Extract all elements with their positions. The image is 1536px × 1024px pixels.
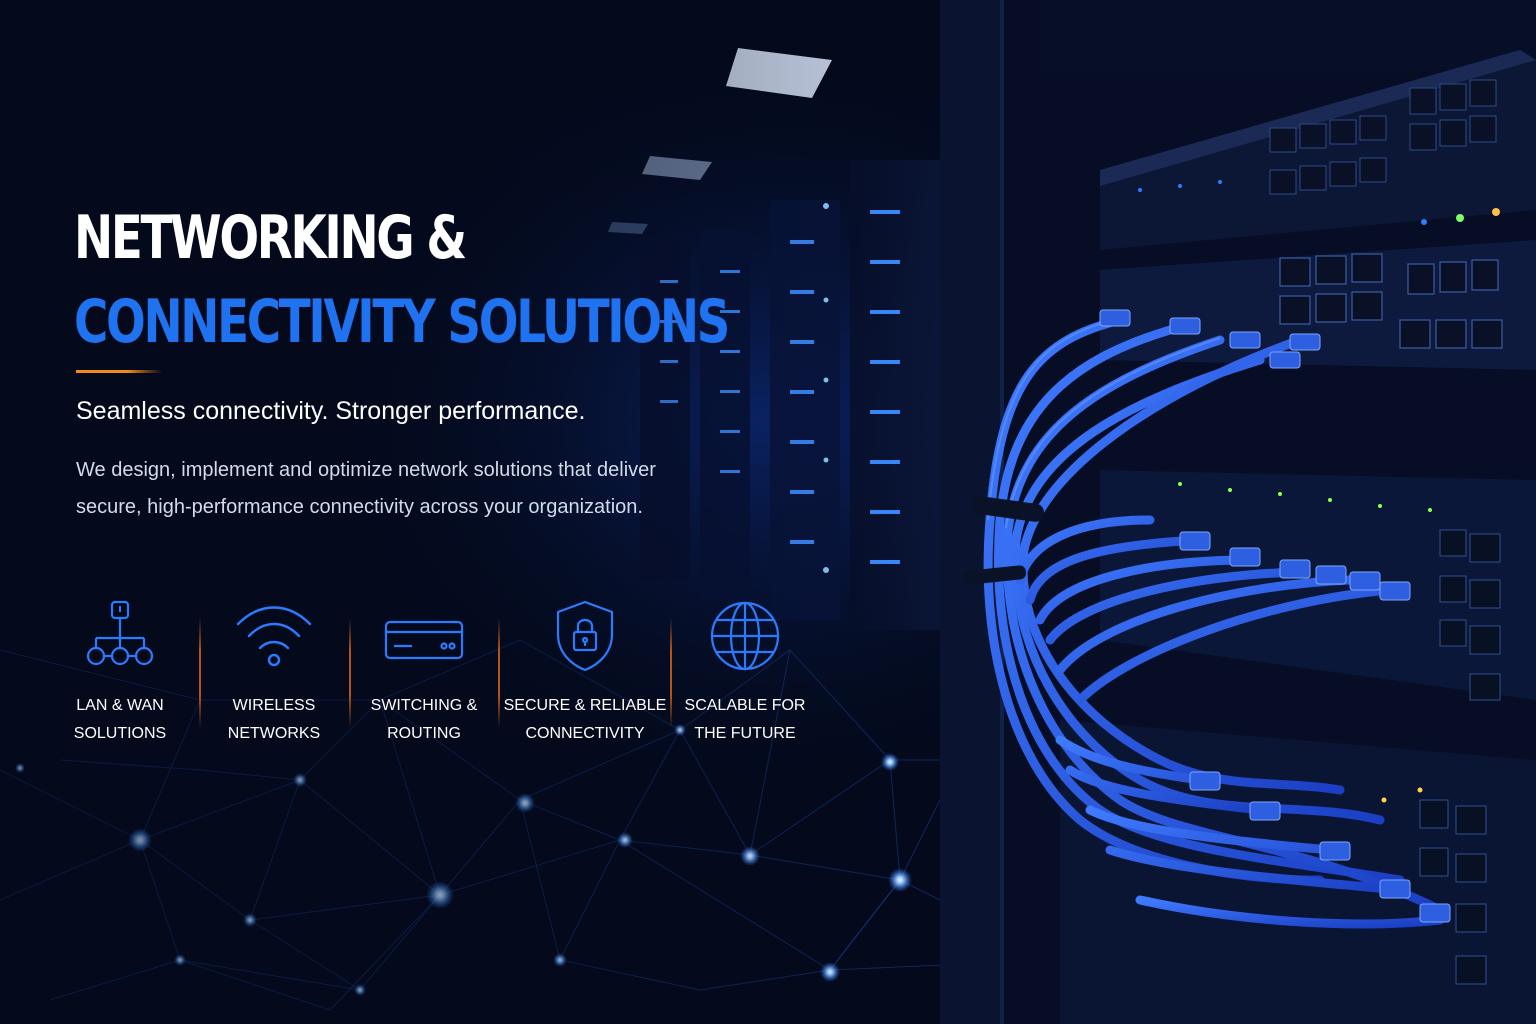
title-line-2: CONNECTIVITY SOLUTIONS	[74, 287, 730, 357]
feature-label: SCALABLE FOR THE FUTURE	[684, 697, 806, 742]
wifi-icon	[236, 606, 312, 667]
shield-lock-icon	[556, 600, 614, 672]
feature-divider	[498, 618, 500, 728]
feature-divider	[199, 618, 201, 728]
feature-label: SWITCHING & ROUTING	[370, 697, 478, 742]
feature-divider	[670, 618, 672, 728]
feature-lan-wan: LAN & WAN SOLUTIONS	[40, 598, 200, 748]
network-hierarchy-icon	[86, 600, 154, 666]
feature-list: LAN & WAN SOLUTIONS WIRELESS NETWORKS	[0, 598, 900, 758]
feature-switching: SWITCHING & ROUTING	[344, 598, 504, 748]
page-title: NETWORKING & CONNECTIVITY SOLUTIONS	[74, 196, 730, 364]
feature-wireless: WIRELESS NETWORKS	[194, 598, 354, 748]
switch-router-icon	[384, 620, 464, 660]
globe-icon	[710, 601, 780, 671]
feature-divider	[349, 618, 351, 728]
feature-scalable: SCALABLE FOR THE FUTURE	[665, 598, 825, 748]
feature-label: WIRELESS NETWORKS	[227, 697, 321, 742]
tagline: Seamless connectivity. Stronger performa…	[76, 397, 586, 425]
accent-divider	[76, 370, 162, 373]
title-line-1: NETWORKING &	[74, 203, 467, 273]
feature-label: SECURE & RELIABLE CONNECTIVITY	[503, 697, 667, 742]
description: We design, implement and optimize networ…	[76, 459, 656, 518]
feature-secure: SECURE & RELIABLE CONNECTIVITY	[504, 598, 666, 748]
feature-label: LAN & WAN SOLUTIONS	[73, 697, 167, 742]
